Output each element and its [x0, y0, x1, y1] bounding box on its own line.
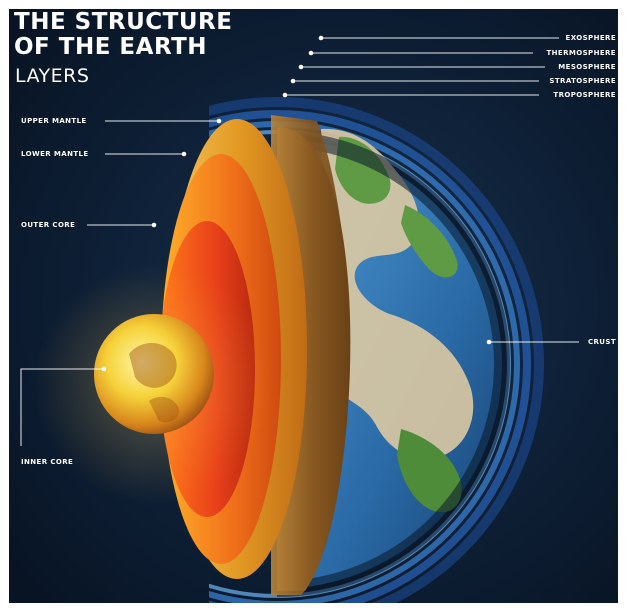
label-upper-mantle: UPPER MANTLE — [21, 117, 87, 125]
inner-core — [94, 314, 214, 434]
label-troposphere: TROPOSPHERE — [553, 91, 616, 99]
label-inner-core: INNER CORE — [21, 458, 74, 466]
label-mesosphere: MESOSPHERE — [558, 63, 616, 71]
label-outer-core: OUTER CORE — [21, 221, 76, 229]
diagram-frame: THE STRUCTURE OF THE EARTH LAYERS EXOSPH… — [9, 9, 618, 603]
label-stratosphere: STRATOSPHERE — [549, 77, 616, 85]
earth-cutaway-illustration — [9, 9, 618, 603]
leader-lines — [20, 37, 579, 446]
subtitle: LAYERS — [15, 65, 90, 87]
label-lower-mantle: LOWER MANTLE — [21, 150, 89, 158]
leader-dots — [101, 35, 492, 372]
cutaway-layers — [34, 115, 351, 595]
title-line-1: THE STRUCTURE — [14, 9, 233, 35]
label-exosphere: EXOSPHERE — [565, 34, 616, 42]
label-crust: CRUST — [587, 338, 616, 346]
title-line-2: OF THE EARTH — [14, 34, 208, 60]
label-thermosphere: THERMOSPHERE — [546, 49, 616, 57]
